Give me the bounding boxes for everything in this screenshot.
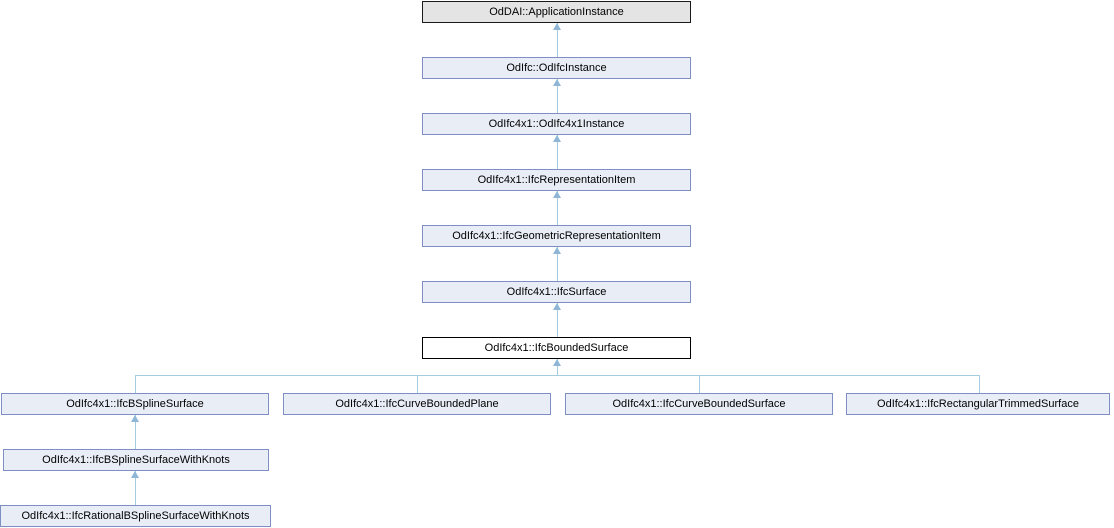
- node-odifc4x1-instance[interactable]: OdIfc4x1::OdIfc4x1Instance: [422, 113, 691, 135]
- edge-stub: [979, 375, 980, 393]
- node-application-instance: OdDAI::ApplicationInstance: [422, 1, 691, 23]
- arrow-up-icon: [553, 191, 561, 198]
- edge-line: [557, 303, 558, 337]
- node-ifc-curve-bounded-surface[interactable]: OdIfc4x1::IfcCurveBoundedSurface: [565, 393, 833, 415]
- arrow-up-icon: [553, 247, 561, 254]
- arrow-up-icon: [553, 135, 561, 142]
- edge-stub: [699, 375, 700, 393]
- node-odifc-instance[interactable]: OdIfc::OdIfcInstance: [422, 57, 691, 79]
- node-ifc-curve-bounded-plane[interactable]: OdIfc4x1::IfcCurveBoundedPlane: [283, 393, 551, 415]
- node-ifc-bounded-surface: OdIfc4x1::IfcBoundedSurface: [422, 337, 691, 359]
- arrow-up-icon: [131, 415, 139, 422]
- edge-bus-line: [135, 375, 980, 376]
- edge-line: [135, 415, 136, 449]
- node-ifc-bspline-surface[interactable]: OdIfc4x1::IfcBSplineSurface: [1, 393, 269, 415]
- edge-line: [557, 79, 558, 113]
- arrow-up-icon: [553, 303, 561, 310]
- arrow-up-icon: [553, 359, 561, 366]
- node-ifc-rational-bspline-surface-with-knots[interactable]: OdIfc4x1::IfcRationalBSplineSurfaceWithK…: [0, 505, 271, 527]
- arrow-up-icon: [553, 79, 561, 86]
- node-ifc-geometric-representation-item[interactable]: OdIfc4x1::IfcGeometricRepresentationItem: [422, 225, 691, 247]
- node-ifc-bspline-surface-with-knots[interactable]: OdIfc4x1::IfcBSplineSurfaceWithKnots: [3, 449, 269, 471]
- edge-stub: [417, 375, 418, 393]
- node-ifc-rectangular-trimmed-surface[interactable]: OdIfc4x1::IfcRectangularTrimmedSurface: [846, 393, 1110, 415]
- edge-line: [557, 191, 558, 225]
- edge-line: [557, 247, 558, 281]
- edge-stub: [135, 375, 136, 393]
- node-ifc-representation-item[interactable]: OdIfc4x1::IfcRepresentationItem: [422, 169, 691, 191]
- edge-line: [557, 135, 558, 169]
- node-ifc-surface[interactable]: OdIfc4x1::IfcSurface: [422, 281, 691, 303]
- edge-line: [557, 359, 558, 376]
- arrow-up-icon: [553, 23, 561, 30]
- edge-line: [557, 23, 558, 57]
- edge-line: [135, 471, 136, 505]
- arrow-up-icon: [131, 471, 139, 478]
